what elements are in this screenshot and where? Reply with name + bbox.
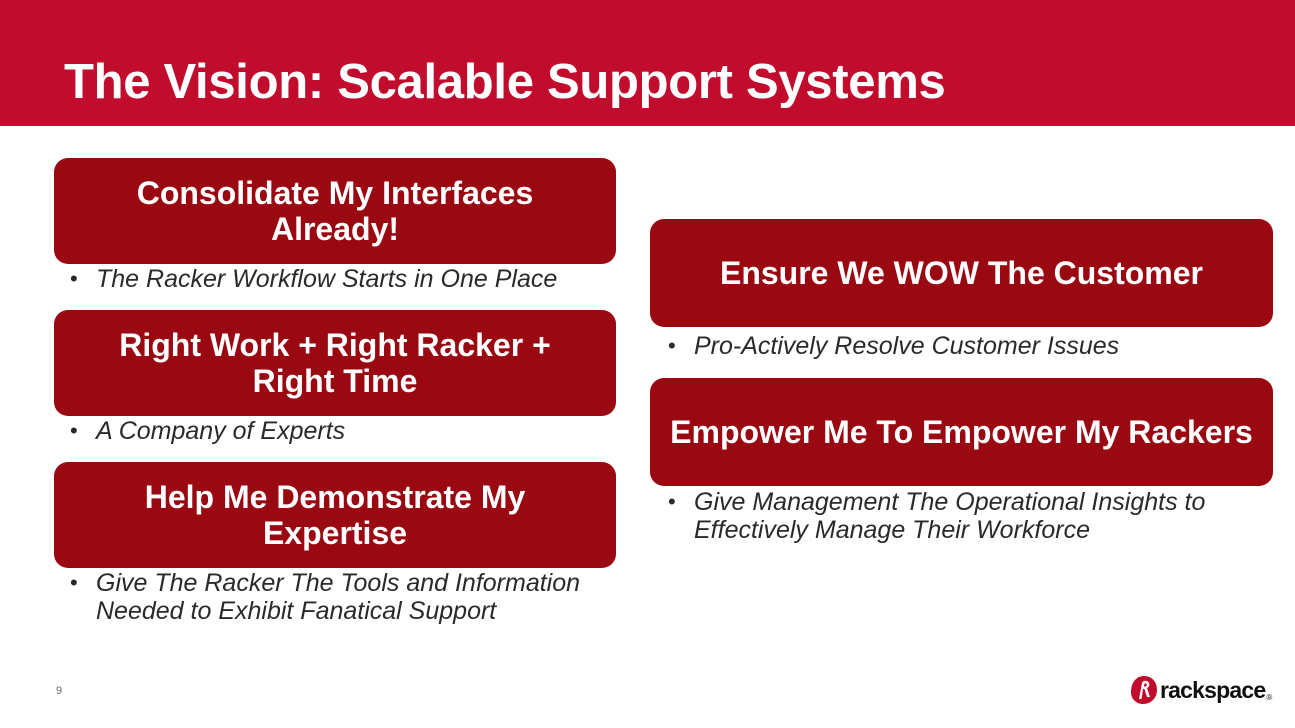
bullet-text: Give The Racker The Tools and Informatio… [96,569,581,625]
bullet-text: A Company of Experts [96,417,346,445]
rackspace-logo-icon [1131,676,1157,704]
title-banner: The Vision: Scalable Support Systems [0,0,1295,126]
slide-title: The Vision: Scalable Support Systems [64,55,946,109]
bullet-dot: • [668,333,676,358]
heading-text: Consolidate My Interfaces Already! [136,175,534,247]
heading-box-wow-customer: Ensure We WOW The Customer [650,219,1273,327]
heading-box-empower-rackers: Empower Me To Empower My Rackers [650,378,1273,486]
heading-text: Ensure We WOW The Customer [719,255,1203,291]
bullet-dot: • [70,570,78,595]
bullet-dot: • [668,489,676,514]
bullet-text: The Racker Workflow Starts in One Place [96,265,558,293]
heading-text: Right Work + Right Racker + Right Time [119,327,551,399]
bullet-text: Give Management The Operational Insights… [694,488,1206,544]
bullet-text: Pro-Actively Resolve Customer Issues [694,332,1120,360]
bullet-dot: • [70,418,78,443]
heading-text: Empower Me To Empower My Rackers [670,414,1253,450]
bullet-dot: • [70,266,78,291]
logo-wordmark: rackspace [1160,676,1266,703]
heading-box-right-work: Right Work + Right Racker + Right Time [54,310,616,416]
page-number: 9 [56,685,63,697]
registered-mark: ® [1266,692,1273,702]
heading-box-consolidate-interfaces: Consolidate My Interfaces Already! [54,158,616,264]
rackspace-logo: rackspace ® [1130,674,1272,706]
heading-box-demonstrate-expertise: Help Me Demonstrate My Expertise [54,462,616,568]
heading-text: Help Me Demonstrate My Expertise [144,479,526,551]
